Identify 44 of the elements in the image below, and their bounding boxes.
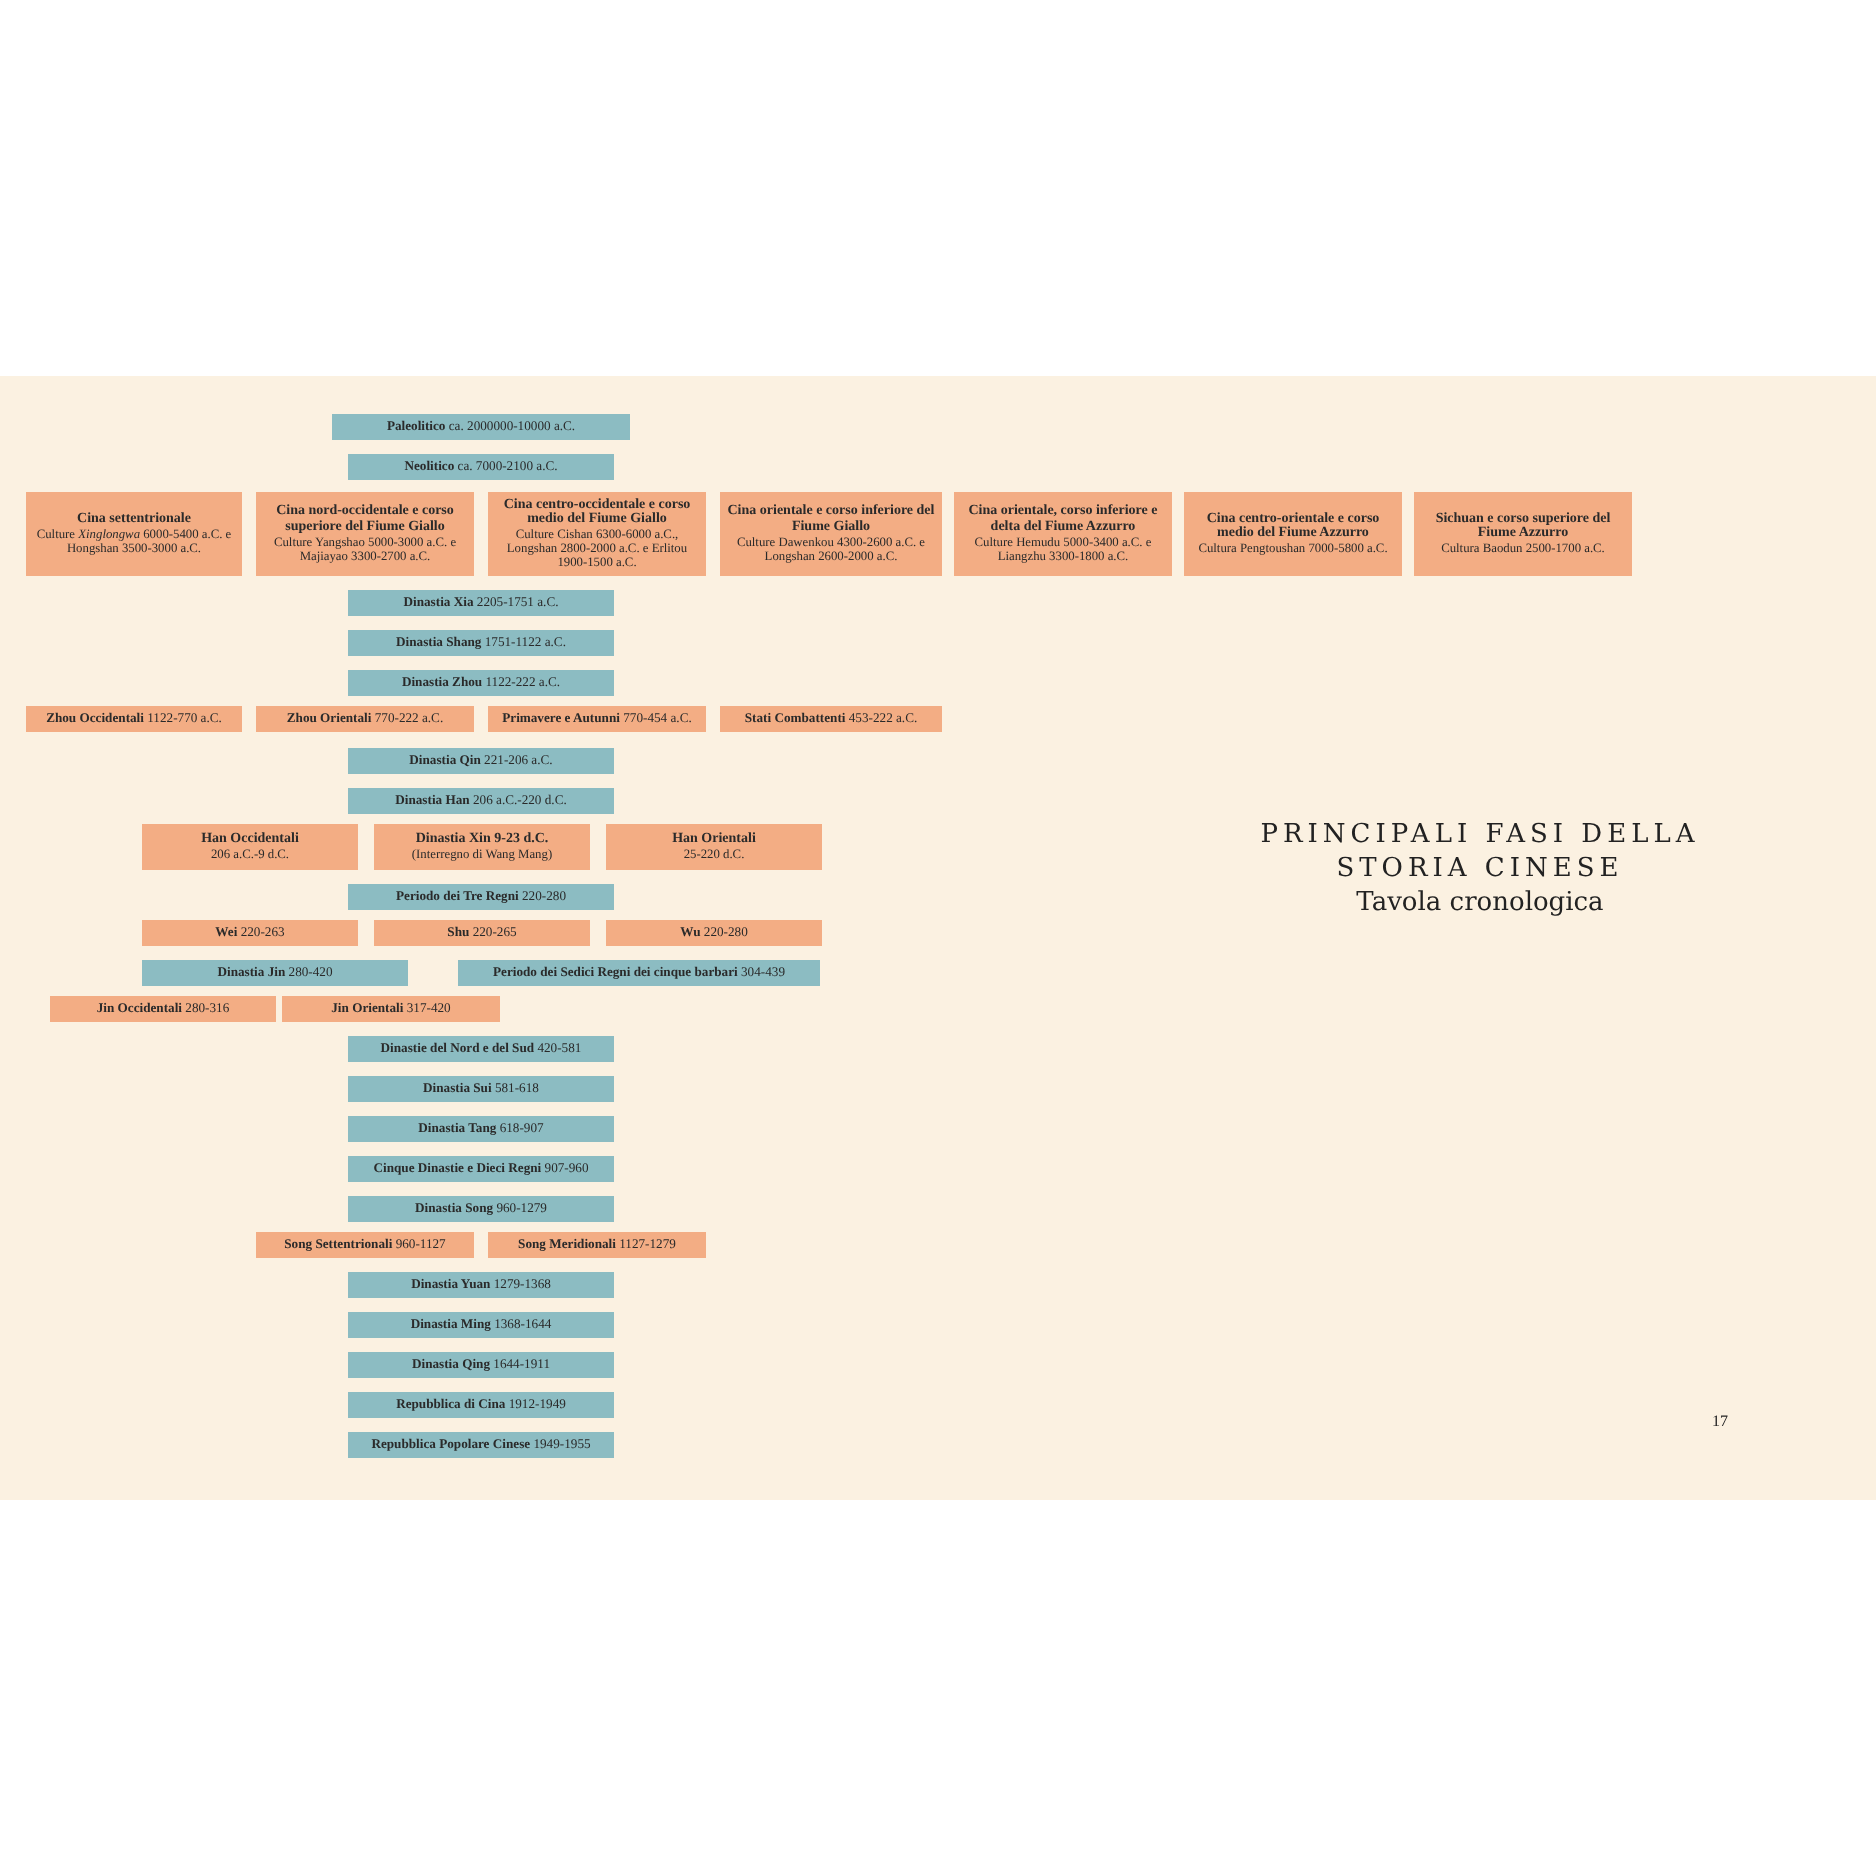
period-box: [458, 960, 820, 986]
period-box: [142, 960, 408, 986]
subperiod-box: [606, 824, 822, 870]
period-box: [332, 414, 630, 440]
subperiod-box: [488, 706, 706, 732]
period-box: [348, 630, 614, 656]
period-box: [348, 1036, 614, 1062]
period-box: [348, 1196, 614, 1222]
subperiod-box: [488, 492, 706, 576]
period-box: [348, 454, 614, 480]
subperiod-box: [282, 996, 500, 1022]
period-box: [348, 1392, 614, 1418]
title: PRINCIPALI FASI DELLA STORIA CINESE: [1258, 820, 1702, 888]
period-box: [348, 1076, 614, 1102]
subperiod-box: [954, 492, 1172, 576]
period-box: [348, 748, 614, 774]
subperiod-box: [374, 824, 590, 870]
subperiod-box: [720, 706, 942, 732]
subperiod-box: [256, 492, 474, 576]
subperiod-box: [256, 1232, 474, 1258]
subperiod-box: [256, 706, 474, 732]
subperiod-box: [720, 492, 942, 576]
page-number: 17: [1712, 1412, 1728, 1430]
subperiod-box: [142, 920, 358, 946]
subperiod-box: [1184, 492, 1402, 576]
period-box: [348, 590, 614, 616]
period-box: [348, 788, 614, 814]
subperiod-box: [606, 920, 822, 946]
subperiod-box: [1414, 492, 1632, 576]
subperiod-box: [488, 1232, 706, 1258]
period-box: [348, 884, 614, 910]
subperiod-box: [142, 824, 358, 870]
period-box: [348, 670, 614, 696]
period-box: [348, 1352, 614, 1378]
period-box: [348, 1272, 614, 1298]
subperiod-box: [26, 492, 242, 576]
subperiod-box: [26, 706, 242, 732]
period-box: [348, 1432, 614, 1458]
subtitle: Tavola cronologica: [1354, 888, 1606, 918]
subperiod-box: [50, 996, 276, 1022]
period-box: [348, 1312, 614, 1338]
period-box: [348, 1116, 614, 1142]
period-box: [348, 1156, 614, 1182]
subperiod-box: [374, 920, 590, 946]
